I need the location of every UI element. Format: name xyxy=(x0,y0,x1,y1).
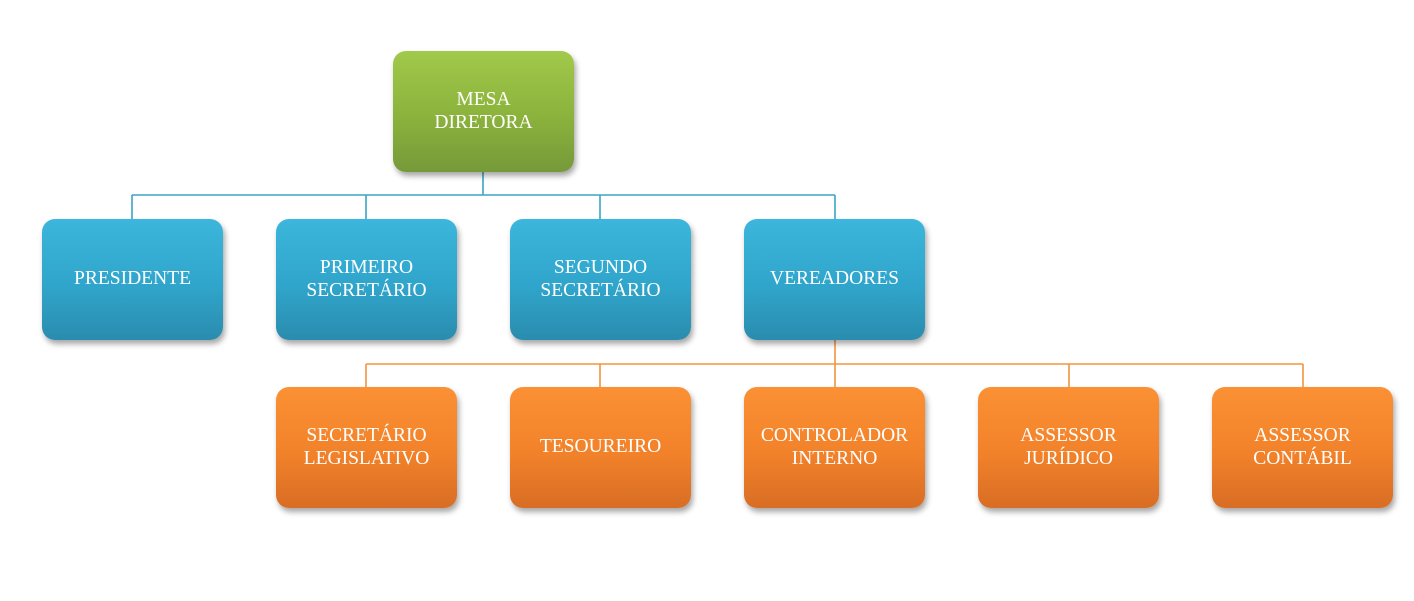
node-label: CONTROLADOR INTERNO xyxy=(760,424,909,469)
node-vereadores[interactable]: VEREADORES xyxy=(744,219,925,340)
node-mesa-diretora[interactable]: MESA DIRETORA xyxy=(393,51,574,172)
node-tesoureiro[interactable]: TESOUREIRO xyxy=(510,387,691,508)
node-controlador-interno[interactable]: CONTROLADOR INTERNO xyxy=(744,387,925,508)
node-presidente[interactable]: PRESIDENTE xyxy=(42,219,223,340)
node-label: VEREADORES xyxy=(770,268,899,290)
node-label: MESA DIRETORA xyxy=(434,88,533,133)
node-label: PRIMEIRO SECRETÁRIO xyxy=(306,256,427,301)
node-secretario-legislativo[interactable]: SECRETÁRIO LEGISLATIVO xyxy=(276,387,457,508)
node-label: ASSESSOR CONTÁBIL xyxy=(1253,424,1352,469)
node-label: PRESIDENTE xyxy=(74,268,191,290)
node-primeiro-secretario[interactable]: PRIMEIRO SECRETÁRIO xyxy=(276,219,457,340)
node-label: ASSESSOR JURÍDICO xyxy=(1020,424,1117,469)
node-label: SECRETÁRIO LEGISLATIVO xyxy=(303,424,430,469)
node-assessor-contabil[interactable]: ASSESSOR CONTÁBIL xyxy=(1212,387,1393,508)
node-label: SEGUNDO SECRETÁRIO xyxy=(540,256,661,301)
node-assessor-juridico[interactable]: ASSESSOR JURÍDICO xyxy=(978,387,1159,508)
node-segundo-secretario[interactable]: SEGUNDO SECRETÁRIO xyxy=(510,219,691,340)
node-label: TESOUREIRO xyxy=(539,436,662,458)
